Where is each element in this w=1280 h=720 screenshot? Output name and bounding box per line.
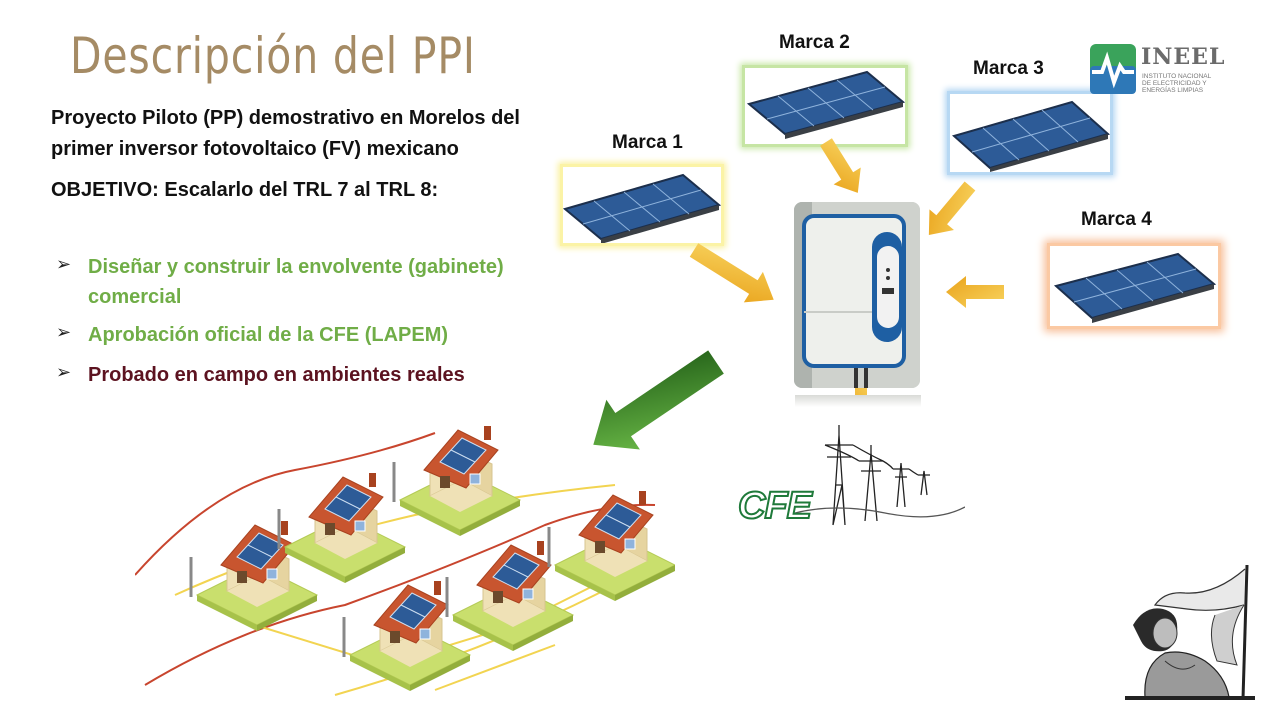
- solar-panel-brand-2: [742, 65, 908, 147]
- arrow-brand-4-icon: [946, 276, 1004, 308]
- brand-label-2: Marca 2: [779, 32, 850, 53]
- arrow-to-homes-icon: [593, 350, 724, 450]
- ineel-subtitle-line: DE ELECTRICIDAD Y: [1142, 80, 1207, 87]
- bullet-2-text: Aprobación oficial de la CFE (LAPEM): [88, 324, 449, 346]
- bullet-1-line-1: Diseñar y construir la envolvente (gabin…: [88, 256, 504, 278]
- bullet-arrow-icon: ➢: [56, 322, 72, 342]
- ineel-logo-icon: [1090, 44, 1136, 94]
- brand-label-3: Marca 3: [973, 58, 1044, 79]
- bullet-arrow-icon: ➢: [56, 362, 72, 382]
- objective-text: OBJETIVO: Escalarlo del TRL 7 al TRL 8:: [51, 179, 439, 201]
- solar-inverter-image: [794, 202, 920, 388]
- arrow-brand-2-icon: [820, 138, 861, 193]
- solar-panel-brand-1: [560, 164, 724, 246]
- cfe-logo: CFE: [737, 484, 813, 528]
- ineel-subtitle-line: INSTITUTO NACIONAL: [1142, 73, 1212, 80]
- slide-title: Descripción del PPI: [70, 27, 476, 85]
- brand-label-1: Marca 1: [612, 132, 683, 153]
- arrow-brand-1-icon: [689, 243, 774, 303]
- ineel-subtitle-line: ENERGÍAS LIMPIAS: [1142, 87, 1204, 94]
- solar-homes-illustration: [135, 425, 675, 696]
- brand-label-4: Marca 4: [1081, 209, 1152, 230]
- ineel-name: INEEL: [1141, 44, 1226, 70]
- description-line-1: Proyecto Piloto (PP) demostrativo en Mor…: [51, 107, 520, 129]
- ineel-subtitle: INSTITUTO NACIONAL DE ELECTRICIDAD Y ENE…: [1142, 73, 1252, 94]
- woman-with-flag-illustration: [1125, 565, 1255, 700]
- solar-panel-brand-4: [1047, 243, 1221, 329]
- bullet-3-text: Probado en campo en ambientes reales: [88, 364, 465, 386]
- bullet-1-line-2: comercial: [88, 286, 182, 308]
- transmission-towers-image: [795, 395, 965, 526]
- description-line-2: primer inversor fotovoltaico (FV) mexica…: [51, 138, 459, 160]
- solar-panel-brand-3: [947, 91, 1113, 175]
- bullet-arrow-icon: ➢: [56, 254, 72, 274]
- arrow-brand-3-icon: [928, 181, 976, 236]
